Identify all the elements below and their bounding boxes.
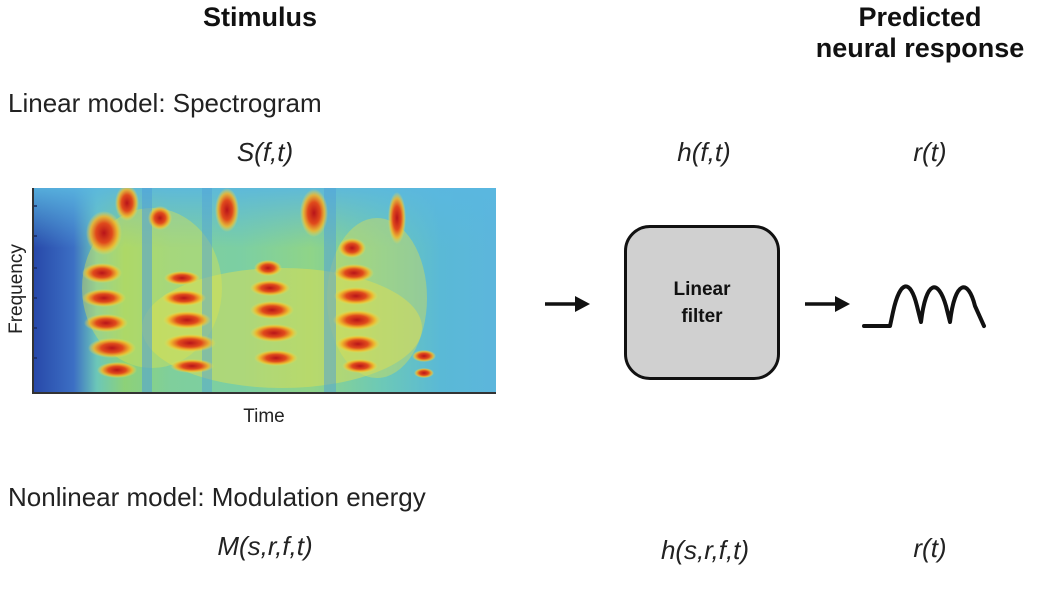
- linear-filter-box: Linear filter: [624, 225, 780, 380]
- stimulus-header: Stimulus: [202, 2, 317, 32]
- linear-response-expression: r(t): [913, 137, 947, 167]
- spectrogram-y-axis-label: Frequency: [6, 244, 27, 334]
- predicted-response-header: Predicted neural response: [815, 2, 1025, 63]
- nonlinear-filter-expression: h(s,r,f,t): [660, 535, 750, 565]
- linear-stimulus-expression: S(f,t): [236, 137, 294, 167]
- right-arrow-icon: [545, 296, 590, 312]
- neural-response-waveform-icon: [862, 284, 986, 328]
- linear-filter-expression: h(f,t): [677, 137, 731, 167]
- spectrogram: [32, 188, 496, 394]
- nonlinear-stimulus-expression: M(s,r,f,t): [217, 531, 313, 561]
- nonlinear-response-expression: r(t): [913, 533, 947, 563]
- spectrogram-x-axis-label: Time: [243, 406, 285, 427]
- nonlinear-model-title: Nonlinear model: Modulation energy: [8, 482, 426, 512]
- linear-filter-label: Linear filter: [673, 278, 731, 327]
- linear-model-title: Linear model: Spectrogram: [8, 88, 322, 118]
- right-arrow-icon: [805, 296, 850, 312]
